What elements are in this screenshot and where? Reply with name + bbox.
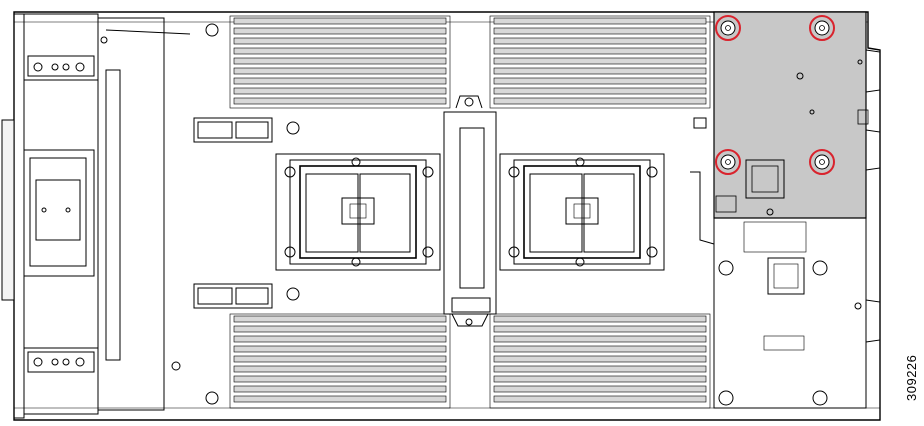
figure-id-label: 309226 — [904, 354, 919, 402]
dimm-bank-top-right — [489, 15, 711, 109]
mezzanine-connectors — [171, 23, 300, 405]
screw-bottom-right — [809, 149, 835, 175]
screw-bottom-left — [715, 149, 741, 175]
right-connectors — [690, 117, 715, 252]
dimm-bank-top-left — [229, 15, 451, 109]
left-front-panel — [1, 13, 191, 419]
center-carrier — [443, 95, 497, 327]
dimm-bank-bottom-left — [229, 313, 451, 409]
screw-top-left — [715, 15, 741, 41]
dimm-bank-bottom-right — [489, 313, 711, 409]
screw-top-right — [809, 15, 835, 41]
cpu-socket-2 — [499, 153, 665, 271]
lower-right-board — [713, 49, 881, 409]
cpu-socket-1 — [275, 153, 441, 271]
storage-controller-board — [713, 11, 869, 219]
highlighted-screws — [715, 15, 835, 175]
